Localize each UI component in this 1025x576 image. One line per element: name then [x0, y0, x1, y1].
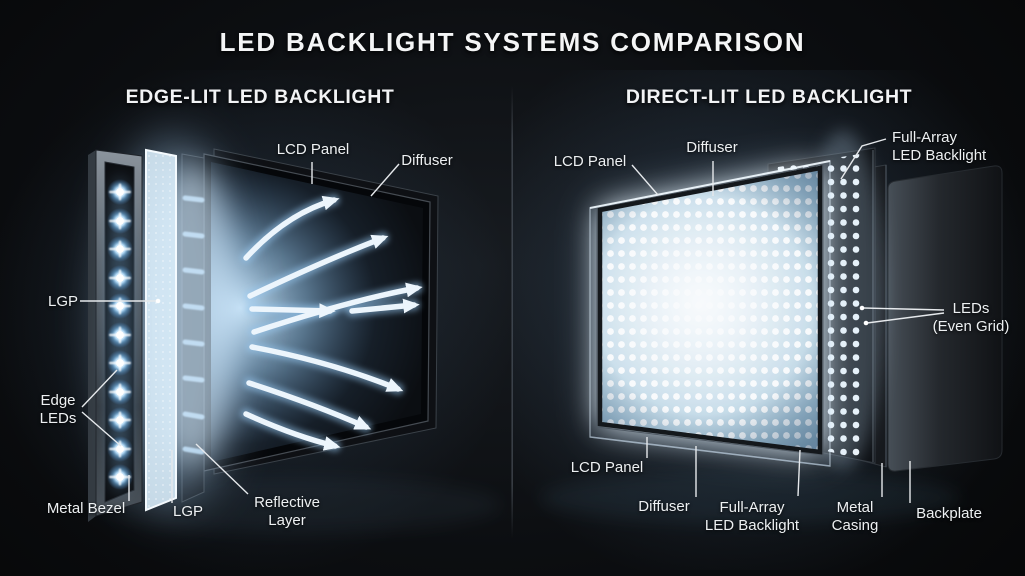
light-spread-arrows [240, 194, 423, 452]
edge-lit-diagram [0, 70, 512, 570]
label-full-array-bottom: Full-Array LED Backlight [704, 499, 800, 534]
backplate-layer [887, 165, 1003, 472]
edge-led-strip [107, 179, 133, 490]
direct-lit-diagram [512, 70, 1025, 570]
label-diffuser-left: Diffuser [401, 152, 453, 169]
lcd-glass-panel [589, 160, 831, 467]
lgp-pointer-dot [155, 298, 161, 304]
label-full-array-top: Full-Array LED Backlight [892, 129, 987, 164]
direct-lit-heading: DIRECT-LIT LED BACKLIGHT [625, 86, 913, 108]
lgp-layer [145, 148, 177, 512]
label-lgp-side: LGP [47, 293, 78, 310]
label-lcd-panel-bottom-right: LCD Panel [570, 459, 644, 476]
edge-lit-connectors [80, 162, 400, 503]
led-pointer-dot-1 [859, 305, 865, 311]
label-lcd-panel-top-right: LCD Panel [553, 153, 627, 170]
edge-lit-heading: EDGE-LIT LED BACKLIGHT [125, 86, 395, 108]
page-title: LED BACKLIGHT SYSTEMS COMPARISON [219, 27, 806, 57]
label-backplate: Backplate [916, 505, 982, 522]
label-diffuser-bottom-right: Diffuser [638, 498, 690, 515]
label-diffuser-top-right: Diffuser [686, 139, 738, 156]
label-edge-leds: Edge LEDs [39, 392, 77, 427]
label-lcd-panel-left: LCD Panel [276, 141, 350, 158]
label-metal-bezel: Metal Bezel [46, 500, 126, 517]
led-pointer-dot-2 [863, 320, 869, 326]
label-lgp-bottom: LGP [172, 503, 203, 520]
label-reflective-layer: Reflective Layer [254, 494, 320, 529]
diffuser-led-panel [596, 163, 824, 456]
direct-lit-connectors [631, 138, 945, 503]
label-leds-even-grid: LEDs (Even Grid) [932, 300, 1010, 335]
label-metal-casing: Metal Casing [831, 499, 879, 534]
